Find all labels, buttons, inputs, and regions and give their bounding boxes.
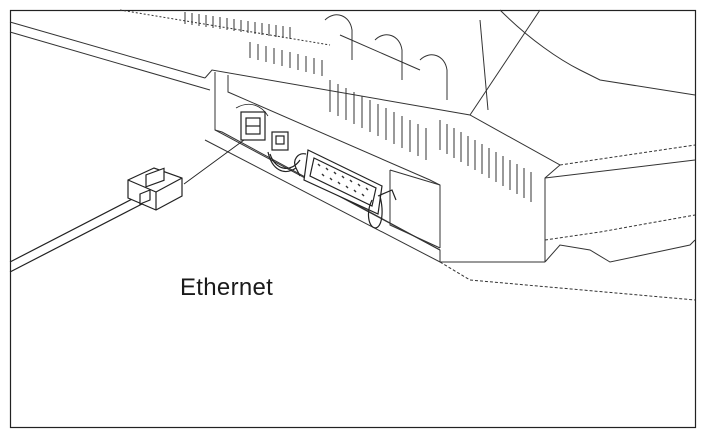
paper-guides xyxy=(324,14,448,100)
printer-body xyxy=(9,9,696,301)
ethernet-cable xyxy=(9,195,143,273)
printer-usb-port xyxy=(267,131,301,173)
vent-slats-center xyxy=(329,80,427,160)
figure-border xyxy=(9,9,697,429)
printer-ethernet-port xyxy=(235,103,269,141)
vent-slats-middle xyxy=(249,42,323,76)
connection-leader-line xyxy=(183,139,245,185)
vent-slats-top xyxy=(184,12,291,39)
ethernet-label: Ethernet xyxy=(180,274,274,301)
rj45-plug xyxy=(127,167,183,211)
printer-parallel-port xyxy=(294,149,397,229)
vent-slats-right xyxy=(439,120,532,202)
